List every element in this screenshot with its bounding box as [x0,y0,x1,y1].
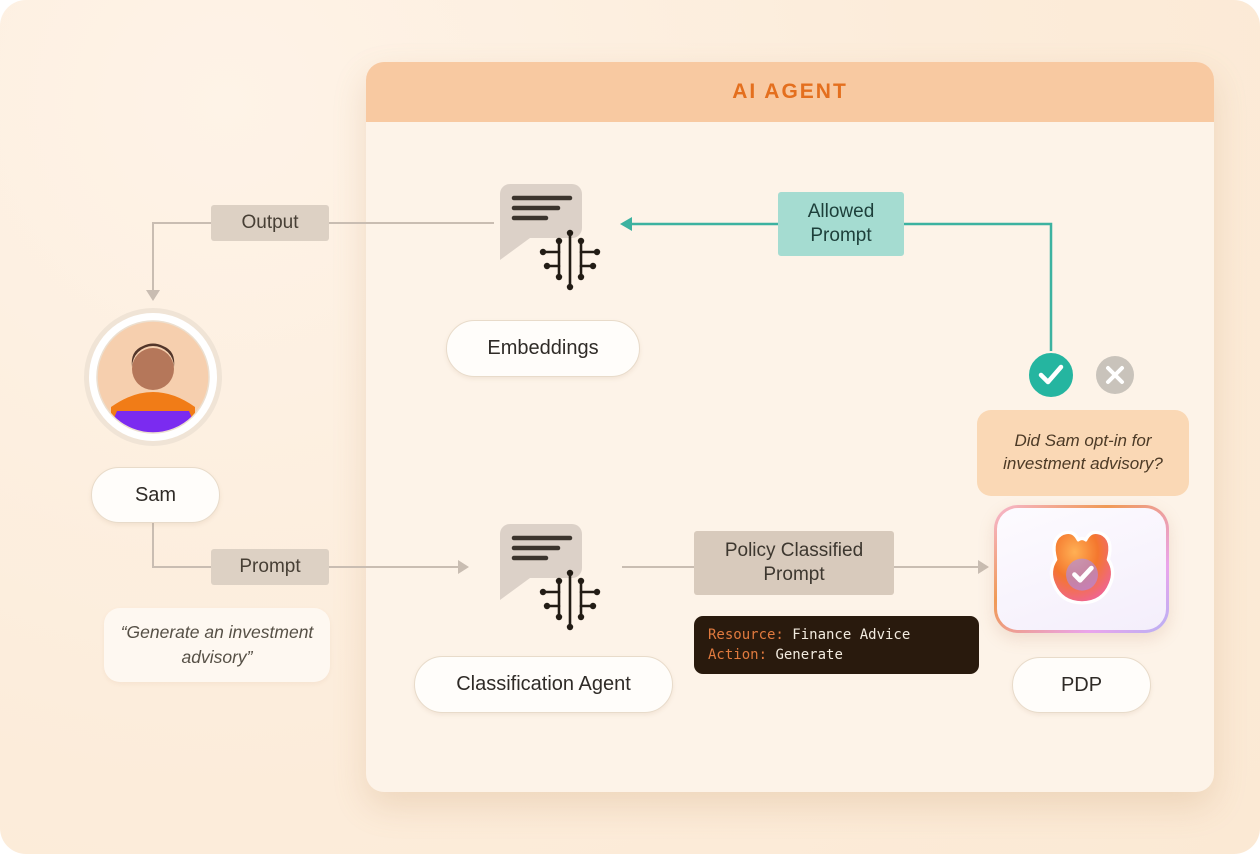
embeddings-label-text: Embeddings [487,337,599,359]
optin-question-text: Did Sam opt-in for investment advisory? [1003,431,1163,473]
allowed-prompt-text: Allowed Prompt [807,201,875,246]
user-avatar-icon [84,308,222,446]
code-resource-line: Resource: Finance Advice [708,625,965,645]
code-action-key: Action: [708,647,768,664]
code-resource-value: Finance Advice [783,627,911,643]
policy-code-block: Resource: Finance Advice Action: Generat… [694,616,979,674]
ai-agent-title: AI AGENT [732,80,848,103]
embeddings-label: Embeddings [446,320,640,377]
code-action-value: Generate [767,647,843,664]
pdp-label-text: PDP [1060,673,1103,696]
code-resource-key: Resource: [708,627,784,643]
pdp-logo-card [994,505,1169,633]
prompt-edge-label: Prompt [211,549,329,585]
embeddings-chat-bubble-icon [500,184,601,291]
output-edge-label-text: Output [241,211,299,233]
x-icon [1096,356,1134,394]
allowed-prompt-box: Allowed Prompt [778,192,904,256]
ai-agent-panel-header: AI AGENT [366,62,1214,122]
classification-chat-bubble-icon [500,524,601,631]
user-name-label: Sam [91,467,220,523]
code-action-line: Action: Generate [708,645,965,665]
user-name-text: Sam [134,483,177,506]
pdp-label: PDP [1012,657,1151,713]
policy-classified-prompt-text: Policy Classified Prompt [724,540,864,585]
classification-agent-label-text: Classification Agent [456,673,631,695]
optin-question-box: Did Sam opt-in for investment advisory? [977,410,1189,496]
output-edge-label: Output [211,205,329,241]
user-quote-box: “Generate an investment advisory” [104,608,330,682]
check-icon [1027,351,1075,399]
output-arrowhead [146,290,160,301]
policy-classified-prompt-box: Policy Classified Prompt [694,531,894,595]
prompt-edge-label-text: Prompt [239,555,301,577]
classification-agent-label: Classification Agent [414,656,673,713]
user-quote-text: “Generate an investment advisory” [120,621,314,667]
pdp-logo-icon [1049,530,1114,605]
